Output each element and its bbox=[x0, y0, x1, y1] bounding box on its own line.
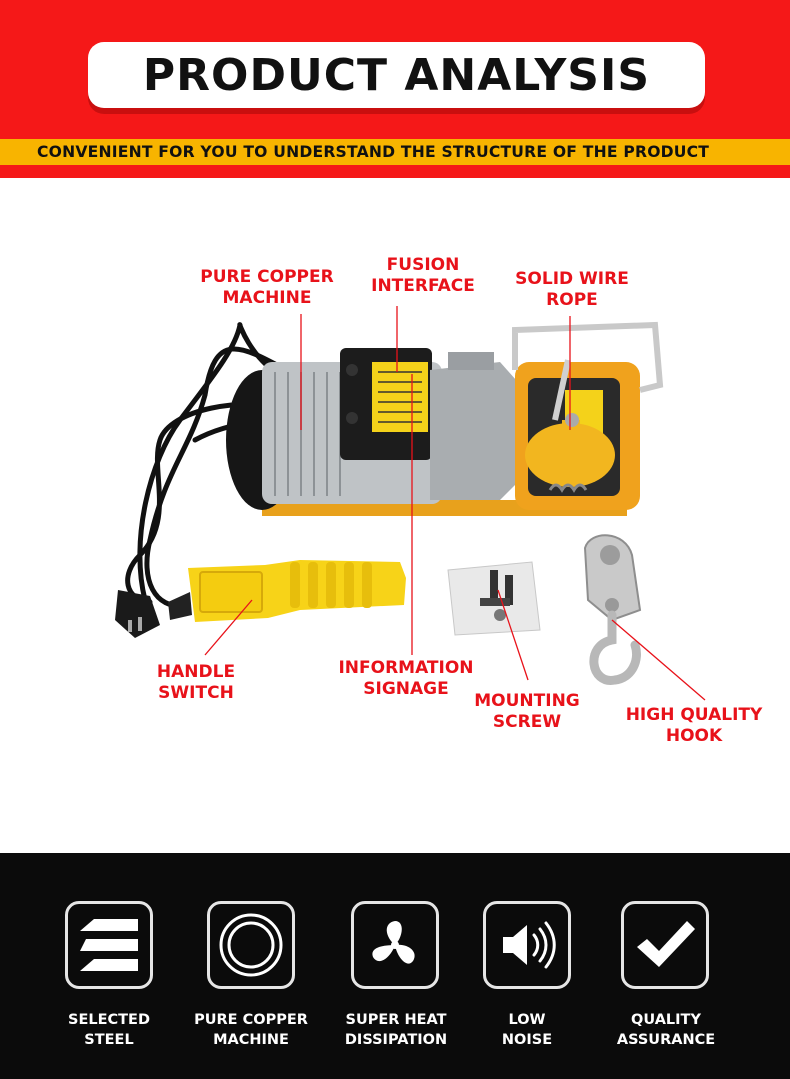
label-line: INTERFACE bbox=[371, 276, 475, 296]
label-line: HOOK bbox=[665, 726, 723, 746]
coil-icon bbox=[219, 913, 283, 977]
hanging-bracket bbox=[512, 321, 664, 393]
feature-line: STEEL bbox=[84, 1032, 134, 1048]
drum-disc bbox=[525, 423, 615, 487]
label-line: HIGH QUALITY bbox=[625, 705, 763, 725]
label-mounting-screw: MOUNTING SCREW bbox=[474, 691, 580, 733]
hook-pulley bbox=[583, 534, 642, 685]
checkmark-icon bbox=[637, 921, 695, 967]
feature-line: SELECTED bbox=[68, 1012, 150, 1028]
label-line: MACHINE bbox=[222, 288, 312, 308]
label-line: SWITCH bbox=[158, 683, 234, 703]
label-fusion-interface: FUSION INTERFACE bbox=[371, 255, 475, 297]
feature-low-noise bbox=[483, 901, 571, 989]
title-pill: PRODUCT ANALYSIS bbox=[88, 42, 705, 108]
label-line: MOUNTING bbox=[474, 691, 580, 711]
feature-line: QUALITY bbox=[631, 1012, 701, 1028]
label-line: FUSION bbox=[386, 255, 460, 275]
feature-selected-steel bbox=[65, 901, 153, 989]
label-line: HANDLE bbox=[156, 662, 236, 682]
feature-label-selected-steel: SELECTED STEEL bbox=[39, 1010, 179, 1050]
header-banner: PRODUCT ANALYSIS CONVENIENT FOR YOU TO U… bbox=[0, 0, 790, 178]
product-illustration bbox=[115, 306, 706, 701]
handle-switch bbox=[168, 560, 406, 622]
gearbox bbox=[430, 362, 530, 500]
plug bbox=[115, 590, 160, 638]
feature-label-heat-dissipation: SUPER HEAT DISSIPATION bbox=[326, 1010, 466, 1050]
subtitle-bar: CONVENIENT FOR YOU TO UNDERSTAND THE STR… bbox=[0, 139, 790, 165]
feature-quality-assurance bbox=[621, 901, 709, 989]
page-subtitle: CONVENIENT FOR YOU TO UNDERSTAND THE STR… bbox=[37, 143, 710, 161]
feature-line: NOISE bbox=[501, 1032, 553, 1048]
mounting-screw-bag bbox=[447, 561, 541, 636]
label-line: INFORMATION bbox=[338, 658, 474, 678]
label-pure-copper-machine: PURE COPPER MACHINE bbox=[200, 267, 333, 309]
features-footer: SELECTED STEEL PURE COPPER MACHINE SUPER… bbox=[0, 853, 790, 1079]
feature-pure-copper bbox=[207, 901, 295, 989]
page-title: PRODUCT ANALYSIS bbox=[142, 49, 651, 101]
label-line: SIGNAGE bbox=[363, 679, 449, 699]
fan-icon bbox=[372, 921, 415, 964]
leader-lines bbox=[204, 306, 706, 701]
feature-line: SUPER HEAT bbox=[345, 1012, 447, 1028]
info-sticker bbox=[372, 362, 428, 432]
label-line: SOLID WIRE bbox=[515, 269, 629, 289]
feature-line: PURE COPPER bbox=[194, 1012, 308, 1028]
label-high-quality-hook: HIGH QUALITY HOOK bbox=[626, 705, 763, 747]
label-handle-switch: HANDLE SWITCH bbox=[157, 662, 235, 704]
feature-line: LOW bbox=[508, 1012, 546, 1028]
feature-heat-dissipation bbox=[351, 901, 439, 989]
feature-label-low-noise: LOW NOISE bbox=[457, 1010, 597, 1050]
label-solid-wire-rope: SOLID WIRE ROPE bbox=[515, 269, 629, 311]
feature-line: MACHINE bbox=[213, 1032, 289, 1048]
feature-line: DISSIPATION bbox=[344, 1032, 448, 1048]
label-information-signage: INFORMATION SIGNAGE bbox=[338, 658, 473, 700]
speaker-icon bbox=[503, 921, 556, 969]
feature-label-pure-copper: PURE COPPER MACHINE bbox=[181, 1010, 321, 1050]
label-line: SCREW bbox=[492, 712, 562, 732]
feature-label-quality-assurance: QUALITY ASSURANCE bbox=[596, 1010, 736, 1050]
feature-line: ASSURANCE bbox=[616, 1032, 716, 1048]
label-line: PURE COPPER bbox=[200, 267, 334, 287]
layers-icon bbox=[80, 919, 138, 971]
label-line: ROPE bbox=[546, 290, 598, 310]
